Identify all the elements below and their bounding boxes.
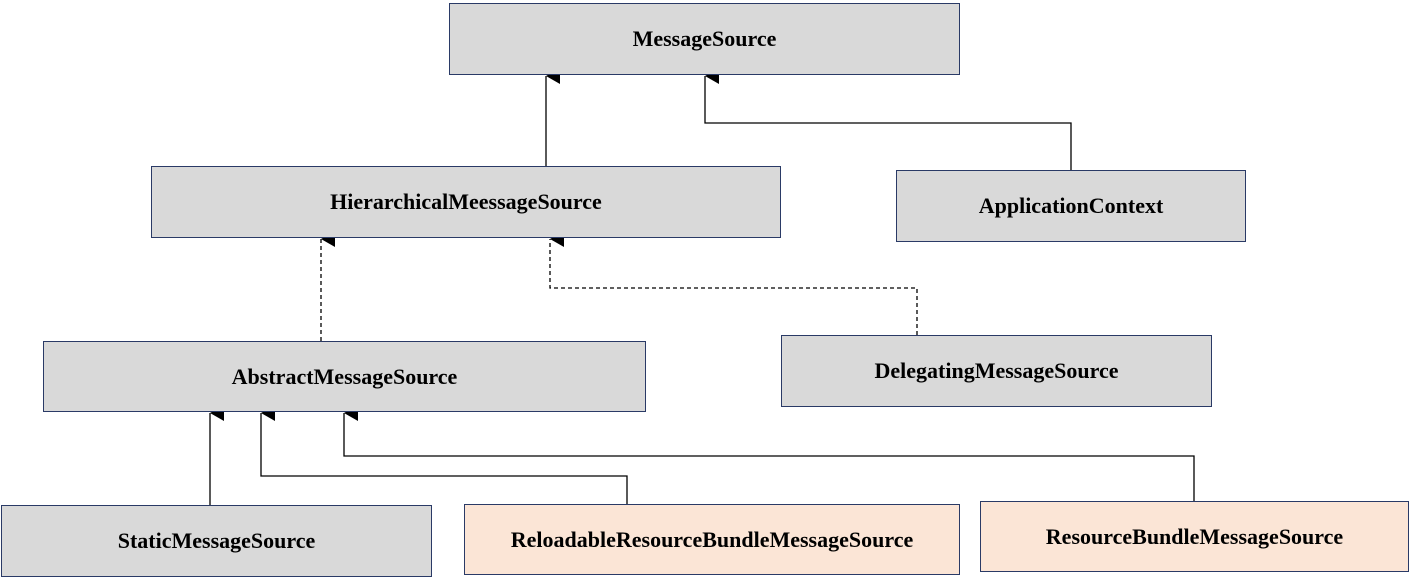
- node-label: ResourceBundleMessageSource: [1045, 523, 1344, 549]
- application-context-node: ApplicationContext: [896, 170, 1246, 242]
- edge-application-context-to-message-source: [704, 68, 1072, 170]
- resource-bundle-message-source-node: ResourceBundleMessageSource: [980, 501, 1409, 572]
- node-label: HierarchicalMeessageSource: [330, 189, 602, 214]
- node-label: ReloadableResourceBundleMessageSource: [510, 526, 914, 552]
- static-message-source-node: StaticMessageSource: [1, 505, 432, 577]
- delegating-message-source-node: DelegatingMessageSource: [781, 335, 1212, 407]
- edge-reloadable-resource-bundle-message-source-to-abstract-message-source: [260, 405, 628, 504]
- node-label: DelegatingMessageSource: [874, 358, 1119, 383]
- node-label: AbstractMessageSource: [231, 363, 458, 389]
- node-label: MessageSource: [632, 26, 777, 51]
- node-label: ApplicationContext: [978, 193, 1164, 218]
- message-source-node: MessageSource: [449, 3, 960, 75]
- edge-resource-bundle-message-source-to-abstract-message-source: [343, 405, 1195, 501]
- hierarchical-message-source-node: HierarchicalMeessageSource: [151, 166, 781, 238]
- abstract-message-source-node: AbstractMessageSource: [43, 341, 646, 412]
- reloadable-resource-bundle-message-source-node: ReloadableResourceBundleMessageSource: [464, 504, 960, 575]
- edge-delegating-message-source-to-hierarchical-message-source: [549, 231, 918, 335]
- node-label: StaticMessageSource: [117, 528, 316, 553]
